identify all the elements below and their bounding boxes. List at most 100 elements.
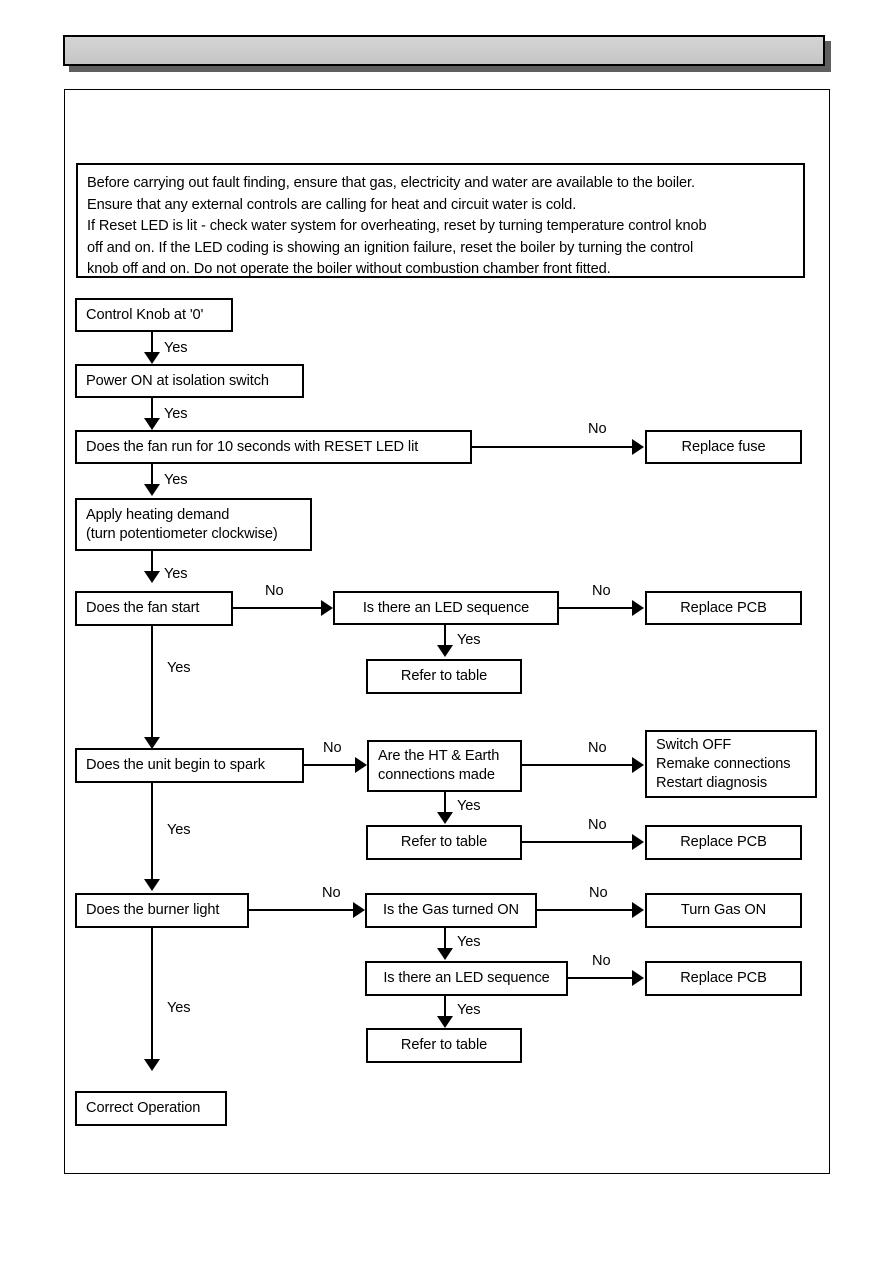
node-switch-off-line-2: Remake connections xyxy=(656,755,791,772)
node-switch-off-line-1: Switch OFF xyxy=(656,736,732,753)
arrow-spark-to-ht xyxy=(355,757,367,773)
arrow-led2-to-table3 xyxy=(437,1016,453,1028)
edge-label-no-fanstart-led1: No xyxy=(265,583,284,599)
node-turn-gas-on[interactable]: Turn Gas ON xyxy=(645,893,802,928)
connector-fanstart-to-spark xyxy=(151,626,153,742)
arrow-fanrun-to-heating xyxy=(144,484,160,496)
connector-table2-to-pcb2 xyxy=(522,841,634,843)
node-replace-pcb-3-label: Replace PCB xyxy=(680,970,767,986)
node-burner-light-label: Does the burner light xyxy=(86,902,220,918)
connector-spark-to-burner xyxy=(151,783,153,882)
edge-label-no-led1-pcb1: No xyxy=(592,583,611,599)
instructions-line-5: knob off and on. Do not operate the boil… xyxy=(87,261,611,277)
node-fan-run-10s-label: Does the fan run for 10 seconds with RES… xyxy=(86,438,419,455)
arrow-gas-to-turngas xyxy=(632,902,644,918)
connector-power-to-fanrun xyxy=(151,398,153,423)
node-correct-operation-label: Correct Operation xyxy=(86,1100,201,1116)
arrow-led1-to-table1 xyxy=(437,645,453,657)
edge-label-yes-led2-table3: Yes xyxy=(457,1002,481,1018)
edge-label-yes-power-fanrun: Yes xyxy=(164,406,188,422)
instructions-box: Before carrying out fault finding, ensur… xyxy=(76,163,805,278)
edge-label-yes-knob-power: Yes xyxy=(164,340,188,356)
instructions-line-4: off and on. If the LED coding is showing… xyxy=(87,239,694,256)
node-replace-pcb-1-label: Replace PCB xyxy=(680,599,767,616)
node-gas-turned-on-label: Is the Gas turned ON xyxy=(383,902,519,918)
connector-heating-to-fanstart xyxy=(151,551,153,576)
edge-label-yes-led1-table1: Yes xyxy=(457,632,481,648)
connector-spark-to-ht xyxy=(304,764,362,766)
edge-label-yes-ht-table2: Yes xyxy=(457,798,481,814)
header-bar xyxy=(63,35,825,66)
connector-fanstart-to-led1 xyxy=(233,607,323,609)
node-correct-operation[interactable]: Correct Operation xyxy=(75,1091,227,1126)
edge-label-yes-heating-fanstart: Yes xyxy=(164,566,188,582)
node-apply-heating-line-1: Apply heating demand xyxy=(86,506,230,523)
edge-label-no-led2-pcb3: No xyxy=(592,953,611,969)
arrow-heating-to-fanstart xyxy=(144,571,160,583)
edge-label-no-gas-turngas: No xyxy=(589,885,608,901)
node-unit-spark[interactable]: Does the unit begin to spark xyxy=(75,748,304,783)
page-frame-border xyxy=(64,89,830,1174)
node-power-on-label: Power ON at isolation switch xyxy=(86,372,269,389)
node-control-knob-label: Control Knob at '0' xyxy=(86,306,204,323)
node-replace-pcb-3[interactable]: Replace PCB xyxy=(645,961,802,996)
node-refer-to-table-3-label: Refer to table xyxy=(400,1037,488,1053)
connector-burner-to-gas xyxy=(249,909,354,911)
node-burner-light[interactable]: Does the burner light xyxy=(75,893,249,928)
arrow-ht-to-table2 xyxy=(437,812,453,824)
node-refer-to-table-1[interactable]: Refer to table xyxy=(366,659,522,694)
node-apply-heating-demand[interactable]: Apply heating demand (turn potentiometer… xyxy=(75,498,312,551)
connector-burner-to-correct xyxy=(151,928,153,1062)
instructions-line-3: If Reset LED is lit - check water system… xyxy=(87,218,707,234)
edge-label-yes-fanrun-heating: Yes xyxy=(164,472,188,488)
node-fan-run-10s[interactable]: Does the fan run for 10 seconds with RES… xyxy=(75,430,472,464)
arrow-burner-to-gas xyxy=(353,902,365,918)
node-apply-heating-line-2: (turn potentiometer clockwise) xyxy=(86,525,278,542)
node-fan-start-label: Does the fan start xyxy=(86,600,200,616)
node-refer-to-table-3[interactable]: Refer to table xyxy=(366,1028,522,1063)
node-replace-pcb-1[interactable]: Replace PCB xyxy=(645,591,802,625)
arrow-fanrun-to-fuse xyxy=(632,439,644,455)
arrow-fanstart-to-led1 xyxy=(321,600,333,616)
node-ht-earth-line-1: Are the HT & Earth xyxy=(378,748,500,764)
node-switch-off-line-3: Restart diagnosis xyxy=(656,774,768,791)
node-led-sequence-2[interactable]: Is there an LED sequence xyxy=(365,961,568,996)
arrow-burner-to-correct xyxy=(144,1059,160,1071)
arrow-table2-to-pcb2 xyxy=(632,834,644,850)
node-unit-spark-label: Does the unit begin to spark xyxy=(86,757,265,773)
edge-label-no-table2-pcb2: No xyxy=(588,817,607,833)
arrow-power-to-fanrun xyxy=(144,418,160,430)
connector-fanrun-to-heating xyxy=(151,464,153,489)
edge-label-no-spark-ht: No xyxy=(323,740,342,756)
edge-label-yes-gas-led2: Yes xyxy=(457,934,481,950)
edge-label-yes-spark-burner: Yes xyxy=(167,822,191,838)
edge-label-no-fanrun-fuse: No xyxy=(588,421,607,437)
node-fan-start[interactable]: Does the fan start xyxy=(75,591,233,626)
node-gas-turned-on[interactable]: Is the Gas turned ON xyxy=(365,893,537,928)
node-power-on[interactable]: Power ON at isolation switch xyxy=(75,364,304,398)
node-control-knob[interactable]: Control Knob at '0' xyxy=(75,298,233,332)
arrow-knob-to-power xyxy=(144,352,160,364)
node-replace-pcb-2[interactable]: Replace PCB xyxy=(645,825,802,860)
arrow-led1-to-pcb1 xyxy=(632,600,644,616)
arrow-led2-to-pcb3 xyxy=(632,970,644,986)
node-led-sequence-2-label: Is there an LED sequence xyxy=(383,970,550,986)
node-refer-to-table-2[interactable]: Refer to table xyxy=(366,825,522,860)
edge-label-no-ht-switchoff: No xyxy=(588,740,607,756)
connector-knob-to-power xyxy=(151,332,153,357)
node-turn-gas-on-label: Turn Gas ON xyxy=(680,902,767,918)
node-switch-off-remake[interactable]: Switch OFF Remake connections Restart di… xyxy=(645,730,817,798)
connector-gas-to-turngas xyxy=(537,909,634,911)
instructions-line-1: Before carrying out fault finding, ensur… xyxy=(87,175,695,191)
node-ht-earth-connections[interactable]: Are the HT & Earth connections made xyxy=(367,740,522,792)
connector-led1-to-pcb1 xyxy=(559,607,634,609)
connector-gas-to-led2 xyxy=(444,928,446,952)
arrow-fanstart-to-spark xyxy=(144,737,160,749)
node-replace-fuse[interactable]: Replace fuse xyxy=(645,430,802,464)
node-led-sequence-1[interactable]: Is there an LED sequence xyxy=(333,591,559,625)
instructions-line-2: Ensure that any external controls are ca… xyxy=(87,196,577,213)
node-led-sequence-1-label: Is there an LED sequence xyxy=(362,599,530,616)
arrow-spark-to-burner xyxy=(144,879,160,891)
node-replace-fuse-label: Replace fuse xyxy=(681,438,766,455)
